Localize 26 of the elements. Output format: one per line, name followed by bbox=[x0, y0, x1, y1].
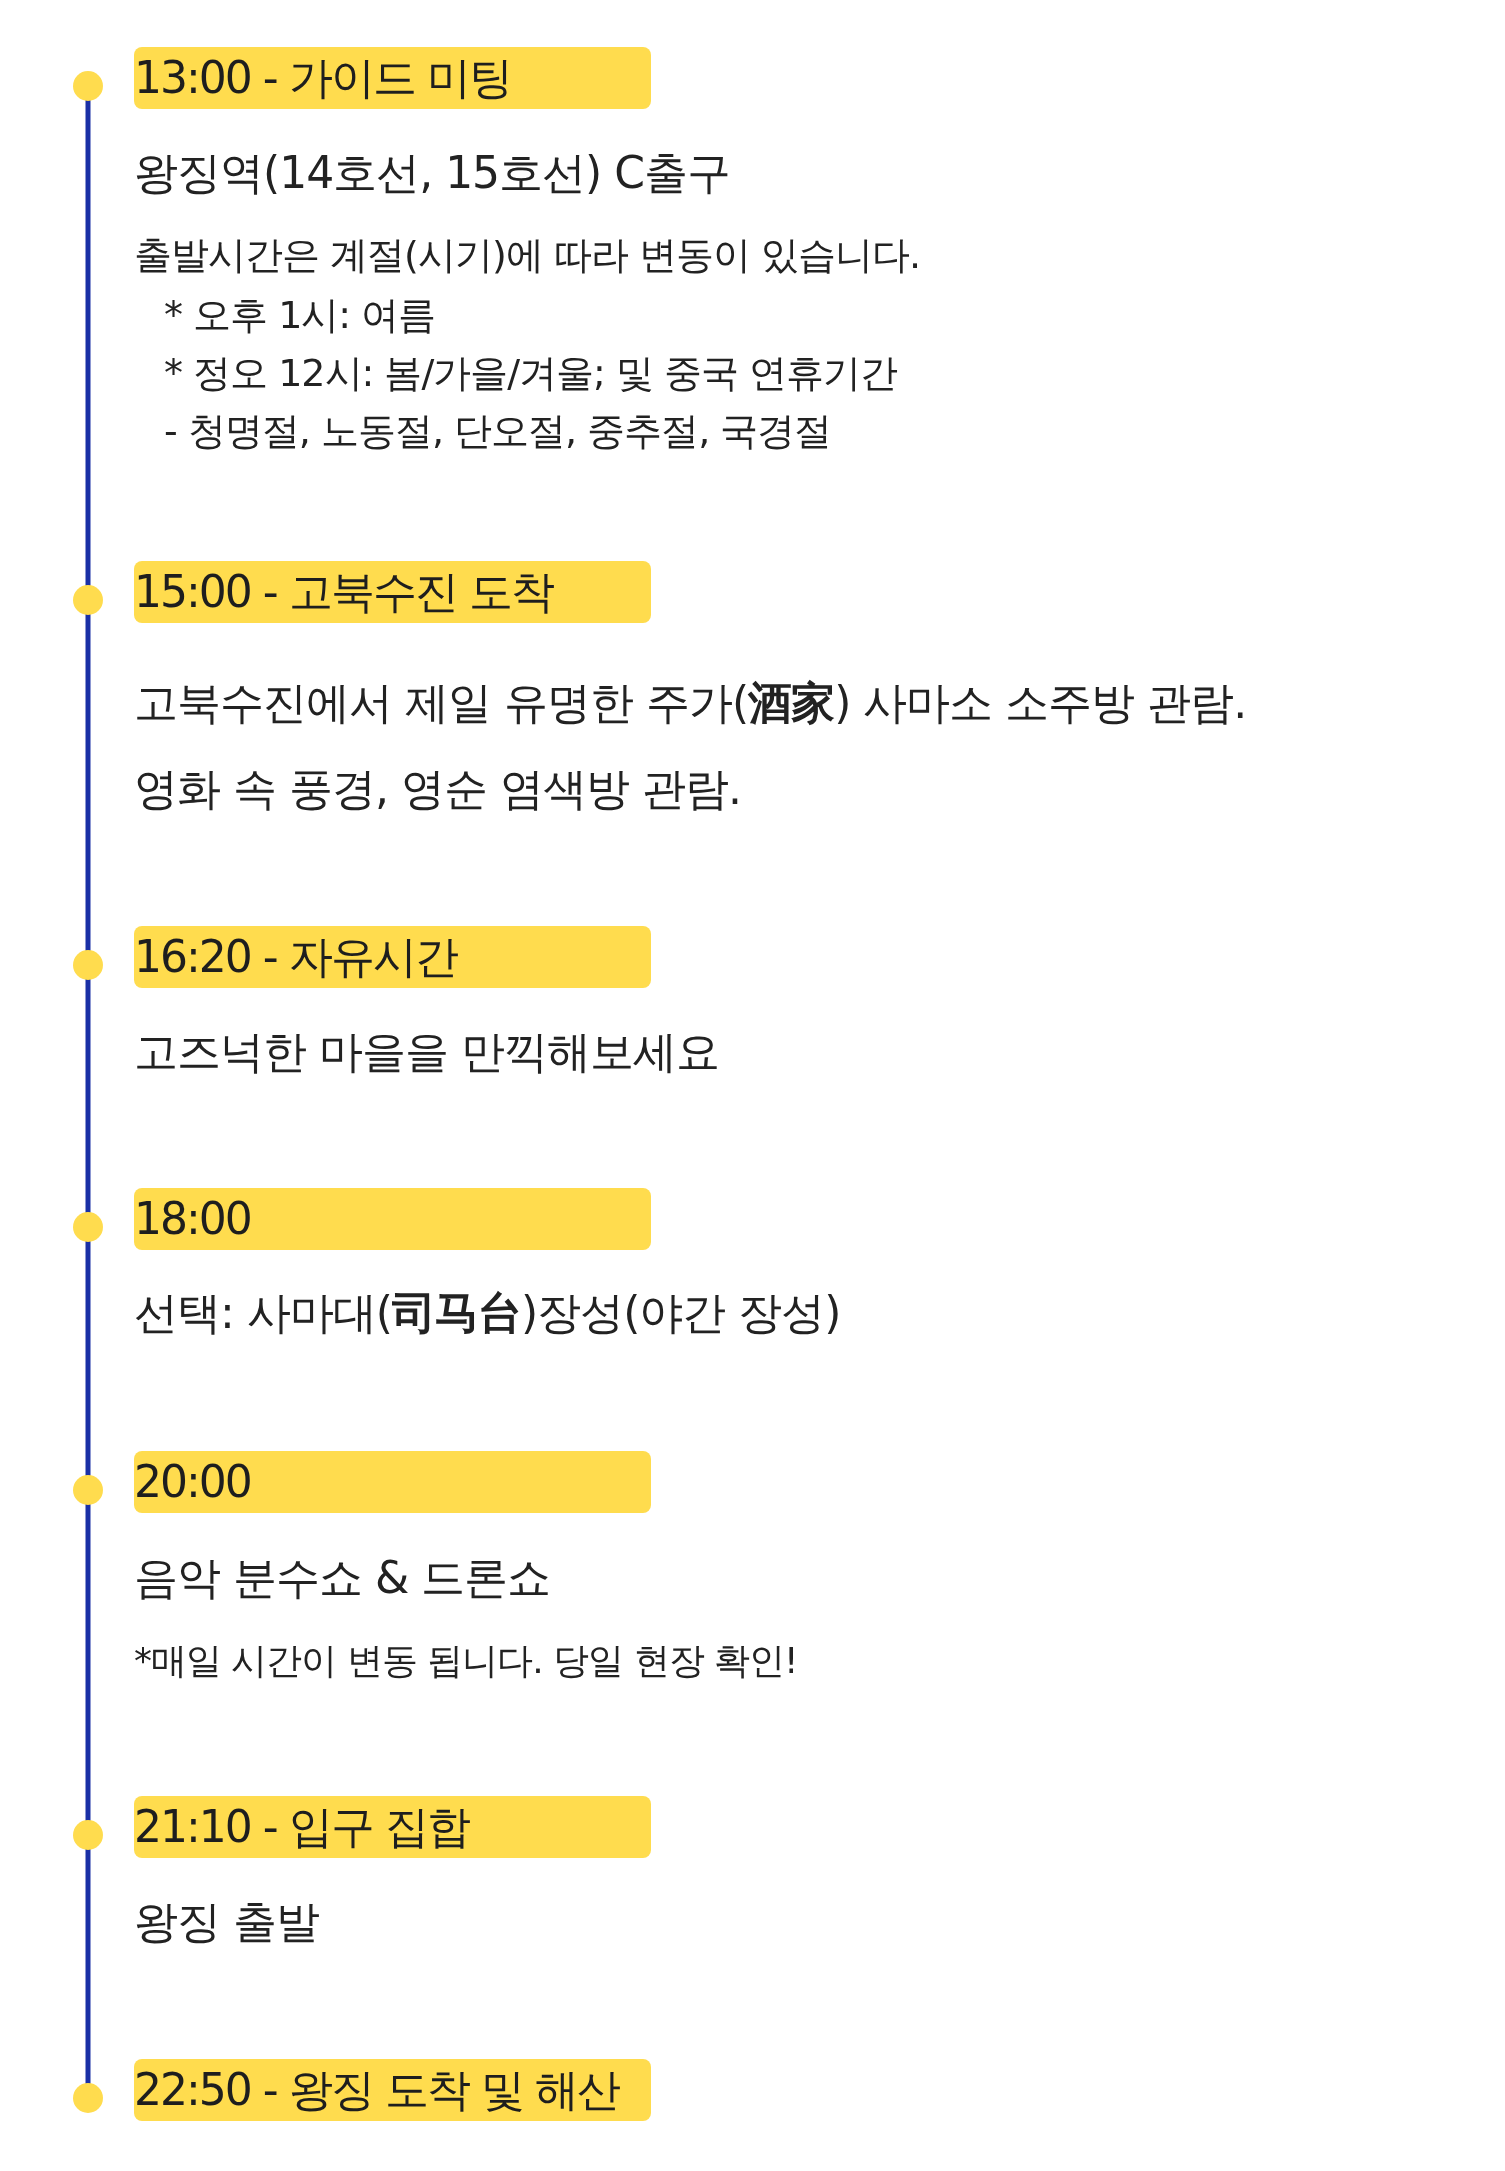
time-heading: 15:00 - 고북수진 도착 bbox=[134, 565, 553, 619]
time-heading: 20:00 bbox=[134, 1455, 251, 1509]
time-heading: 16:20 - 자유시간 bbox=[134, 930, 457, 984]
activity-text: 고북수진에서 제일 유명한 주가(酒家) 사마소 소주방 관람. bbox=[134, 675, 1247, 730]
time-heading-bar bbox=[134, 47, 651, 109]
note-text: 출발시간은 계절(시기)에 따라 변동이 있습니다. bbox=[134, 232, 921, 280]
time-heading: 22:50 - 왕징 도착 및 해산 bbox=[134, 2063, 619, 2117]
note-text: - 청명절, 노동절, 단오절, 중추절, 국경절 bbox=[164, 408, 832, 456]
time-heading: 13:00 - 가이드 미팅 bbox=[134, 51, 511, 105]
time-heading-bar bbox=[134, 1451, 651, 1513]
note-text: * 정오 12시: 봄/가을/겨울; 및 중국 연휴기간 bbox=[164, 350, 898, 398]
note-text: *매일 시간이 변동 됩니다. 당일 현장 확인! bbox=[134, 1638, 798, 1683]
activity-text: 영화 속 풍경, 영순 염색방 관람. bbox=[134, 761, 741, 816]
activity-text: 음악 분수쇼 & 드론쇼 bbox=[134, 1550, 551, 1605]
activity-text: 고즈넉한 마을을 만끽해보세요 bbox=[134, 1024, 719, 1079]
time-heading-bar bbox=[134, 1796, 651, 1858]
time-heading: 18:00 bbox=[134, 1192, 251, 1246]
time-heading-bar bbox=[134, 1188, 651, 1250]
note-text: * 오후 1시: 여름 bbox=[164, 292, 436, 340]
time-heading-bar bbox=[134, 2059, 651, 2121]
activity-text: 왕징역(14호선, 15호선) C출구 bbox=[134, 145, 730, 200]
time-heading: 21:10 - 입구 집합 bbox=[134, 1800, 469, 1854]
activity-text: 왕징 출발 bbox=[134, 1894, 319, 1949]
time-heading-bar bbox=[134, 561, 651, 623]
activity-text: 선택: 사마대(司马台)장성(야간 장성) bbox=[134, 1285, 841, 1340]
time-heading-bar bbox=[134, 926, 651, 988]
